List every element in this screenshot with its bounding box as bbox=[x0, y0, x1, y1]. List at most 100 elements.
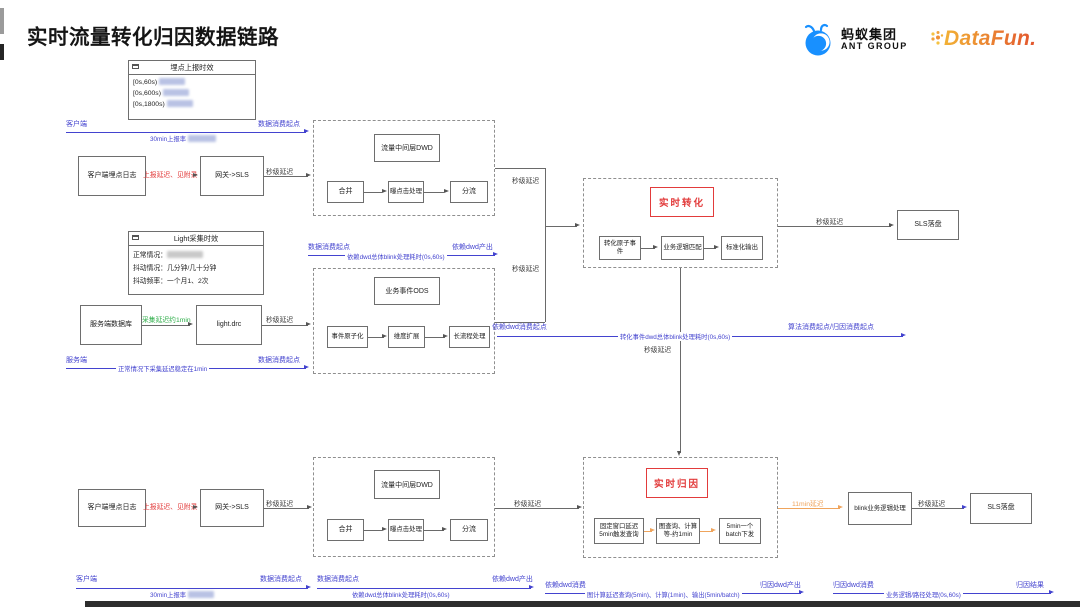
timeline-left-label: 客户端 bbox=[66, 121, 87, 128]
arrow-right-icon bbox=[304, 129, 311, 133]
sec-delay-label: 秒级延迟 bbox=[266, 501, 294, 508]
timeline-right-label: 数据消费起点 bbox=[258, 121, 300, 128]
timeline-mid-label: 转化事件dwd总体blink处理耗时(0s,60s) bbox=[618, 332, 733, 341]
sec-delay-label: 秒级延迟 bbox=[816, 219, 844, 226]
min11-delay-label: 11min延迟 bbox=[792, 501, 824, 508]
arrow-right-icon bbox=[307, 505, 314, 509]
flow-line bbox=[262, 325, 308, 326]
flow-line bbox=[545, 168, 546, 322]
step-event-atomize: 事件原子化 bbox=[327, 326, 368, 348]
redacted-value bbox=[187, 135, 216, 142]
redacted-value bbox=[166, 100, 193, 107]
arrow-right-icon bbox=[193, 505, 200, 509]
timeliness-row: 抖动频率：一个月1、2次 bbox=[133, 278, 209, 285]
group-business-event-ods: 业务事件ODS 事件原子化 维度扩展 长流程处理 bbox=[313, 268, 495, 374]
arrow-right-icon bbox=[889, 223, 896, 227]
redacted-value bbox=[187, 591, 214, 598]
timeliness-row: [0s,1800s) bbox=[129, 97, 255, 108]
arrow-right-icon bbox=[382, 334, 389, 338]
arrow-right-icon bbox=[188, 322, 195, 326]
datafun-wordmark: DataFun. bbox=[944, 27, 1037, 50]
arrow-right-icon bbox=[650, 528, 657, 532]
flow-line bbox=[641, 248, 655, 249]
group-realtime-conversion: 实时转化 转化原子事件 业务逻辑匹配 标准化输出 bbox=[583, 178, 778, 268]
sec-delay-label: 秒级延迟 bbox=[514, 501, 542, 508]
timeline-right-label: 数据消费起点 bbox=[260, 576, 302, 583]
arrow-right-icon bbox=[306, 173, 313, 177]
sls-storage-node: SLS落盘 bbox=[970, 493, 1032, 524]
flow-line bbox=[424, 530, 444, 531]
arrow-right-icon bbox=[799, 590, 806, 594]
timeliness-row: [0s,600s) bbox=[129, 86, 255, 97]
light-drc-node: light.drc bbox=[196, 305, 262, 345]
step-split: 分流 bbox=[450, 181, 488, 203]
page-title: 实时流量转化归因数据链路 bbox=[27, 26, 279, 49]
arrow-down-icon bbox=[677, 451, 681, 458]
step-business-logic-match: 业务逻辑匹配 bbox=[661, 236, 704, 260]
collect-delay-label: 采集延迟约1min bbox=[142, 317, 191, 324]
flow-line bbox=[142, 325, 190, 326]
timeline-right-label: 依赖dwd产出 bbox=[452, 244, 493, 251]
bottom-bar bbox=[85, 601, 1080, 607]
step-expo-click-process: 曝点击处理 bbox=[388, 519, 424, 541]
arrow-right-icon bbox=[382, 189, 389, 193]
redacted-value bbox=[166, 251, 203, 258]
report-timeliness-header: 埋点上报时效 bbox=[129, 61, 255, 75]
arrow-right-icon bbox=[653, 245, 660, 249]
blink-logic-node: blink业务逻辑处理 bbox=[848, 492, 912, 525]
flow-line bbox=[364, 192, 382, 193]
ant-group-logo: 蚂蚁集团 ANT GROUP bbox=[802, 22, 908, 58]
left-edge-mark bbox=[0, 8, 4, 34]
arrow-right-icon bbox=[901, 333, 908, 337]
timeliness-row: 抖动情况：几分钟/几十分钟 bbox=[133, 265, 217, 272]
group-traffic-dwd-top: 流量中间层DWD 合并 曝点击处理 分流 bbox=[313, 120, 495, 216]
flow-line bbox=[424, 192, 444, 193]
timeline-line bbox=[76, 588, 308, 589]
arrow-right-icon bbox=[442, 527, 449, 531]
arrow-right-icon bbox=[382, 527, 389, 531]
step-merge: 合并 bbox=[327, 181, 364, 203]
flow-line bbox=[545, 226, 577, 227]
arrow-right-icon bbox=[493, 252, 500, 256]
group-title: 实时转化 bbox=[650, 187, 714, 217]
light-timeliness-title: Light采集时效 bbox=[173, 234, 219, 243]
step-conv-atomic-event: 转化原子事件 bbox=[599, 236, 641, 260]
redacted-value bbox=[159, 78, 186, 85]
sec-delay-label: 秒级延迟 bbox=[918, 501, 946, 508]
timeline-mid-label: 正常情况下采集延迟稳定在1min bbox=[116, 364, 210, 373]
timeliness-row: 正常情况： bbox=[129, 246, 263, 259]
client-log-node: 客户端埋点日志 bbox=[78, 489, 146, 527]
timeline-mid-label: 30min上报率 bbox=[150, 590, 214, 599]
arrow-right-icon bbox=[711, 528, 718, 532]
server-db-node: 服务端数据库 bbox=[80, 305, 142, 345]
step-dimension-expand: 维度扩展 bbox=[388, 326, 425, 348]
flow-line bbox=[912, 508, 964, 509]
arrow-right-icon bbox=[444, 189, 451, 193]
ant-subtitle: ANT GROUP bbox=[841, 41, 908, 52]
sec-delay-label: 秒级延迟 bbox=[266, 169, 294, 176]
timeline-line bbox=[317, 588, 531, 589]
timeline-left-label: 客户端 bbox=[76, 576, 97, 583]
sec-delay-label: 秒级延迟 bbox=[644, 347, 672, 354]
timeline-left-label: 数据消费起点 bbox=[308, 244, 350, 251]
arrow-right-icon bbox=[304, 365, 311, 369]
flow-line bbox=[704, 248, 716, 249]
sec-delay-label: 秒级延迟 bbox=[512, 266, 540, 273]
timeline-right-label: 归因dwd产出 bbox=[760, 582, 801, 589]
arrow-right-icon bbox=[714, 245, 721, 249]
group-traffic-dwd-bottom: 流量中间层DWD 合并 曝点击处理 分流 bbox=[313, 457, 495, 557]
light-timeliness-header: Light采集时效 bbox=[129, 232, 263, 246]
flow-line bbox=[264, 176, 308, 177]
sec-delay-label: 秒级延迟 bbox=[512, 178, 540, 185]
group-title: 实时归因 bbox=[646, 468, 708, 498]
timeline-right-label: 归因结果 bbox=[1016, 582, 1044, 589]
gateway-sls-node: 网关->SLS bbox=[200, 156, 264, 196]
left-edge-mark bbox=[0, 44, 4, 60]
report-timeliness-title: 埋点上报时效 bbox=[170, 63, 214, 72]
flow-line bbox=[495, 168, 545, 169]
timeline-mid-label: 依赖dwd总体blink处理耗时(0s,60s) bbox=[352, 592, 450, 599]
arrow-right-icon bbox=[577, 505, 584, 509]
flow-line bbox=[364, 530, 382, 531]
ant-name: 蚂蚁集团 bbox=[841, 26, 898, 42]
